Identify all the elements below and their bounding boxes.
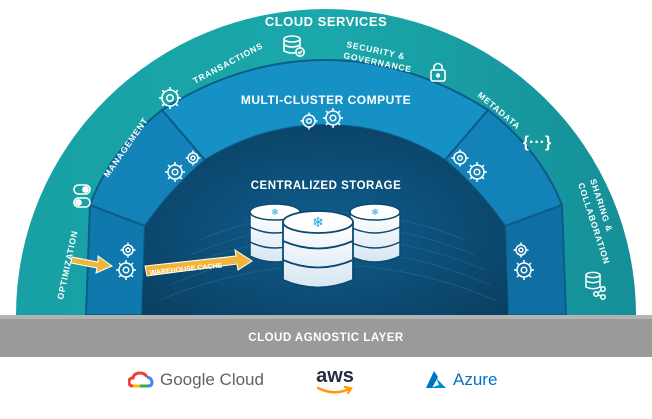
lock-icon (430, 62, 446, 82)
compute-gear-icons (116, 108, 534, 280)
compute-ring (84, 58, 568, 316)
gear-icon (159, 87, 181, 109)
toggle-icon (73, 184, 91, 208)
cylinder-back-right: ❄ (349, 203, 401, 263)
gear-pair-icon-top (300, 108, 343, 130)
svg-text:❄: ❄ (371, 207, 379, 217)
azure-icon (426, 371, 446, 388)
aws-logo: aws (316, 366, 354, 396)
gear-pair-icon-lower-right (513, 242, 534, 280)
google-cloud-logo: Google Cloud (128, 370, 264, 390)
gear-pair-icon-lower-left (116, 242, 136, 280)
google-cloud-icon (128, 371, 154, 388)
svg-text:❄: ❄ (271, 207, 279, 217)
base-label: CLOUD AGNOSTIC LAYER (248, 332, 404, 344)
outer-ring-label: CLOUD SERVICES (265, 14, 387, 29)
azure-name: Azure (453, 370, 498, 389)
middle-ring-label: MULTI-CLUSTER COMPUTE (241, 93, 411, 107)
database-share-icon (585, 271, 606, 300)
storage-cylinders-icon: ❄ ❄ ❄ (249, 203, 401, 289)
core-label: CENTRALIZED STORAGE (251, 180, 402, 192)
cylinder-front: ❄ (282, 210, 354, 289)
gear-pair-icon-right (451, 149, 487, 182)
cloud-agnostic-bar (0, 315, 652, 357)
snowflake-icon: ❄ (312, 214, 324, 230)
azure-logo: Azure (425, 370, 497, 390)
gear-pair-icon-left (165, 150, 201, 182)
database-check-icon (283, 35, 305, 57)
svg-text:{···}: {···} (523, 134, 551, 151)
google-cloud-name: Google Cloud (160, 370, 264, 389)
braces-icon: {···} (523, 134, 551, 151)
cache-arrow-left (70, 255, 114, 274)
aws-smile-icon (316, 386, 353, 395)
aws-name: aws (316, 365, 354, 387)
